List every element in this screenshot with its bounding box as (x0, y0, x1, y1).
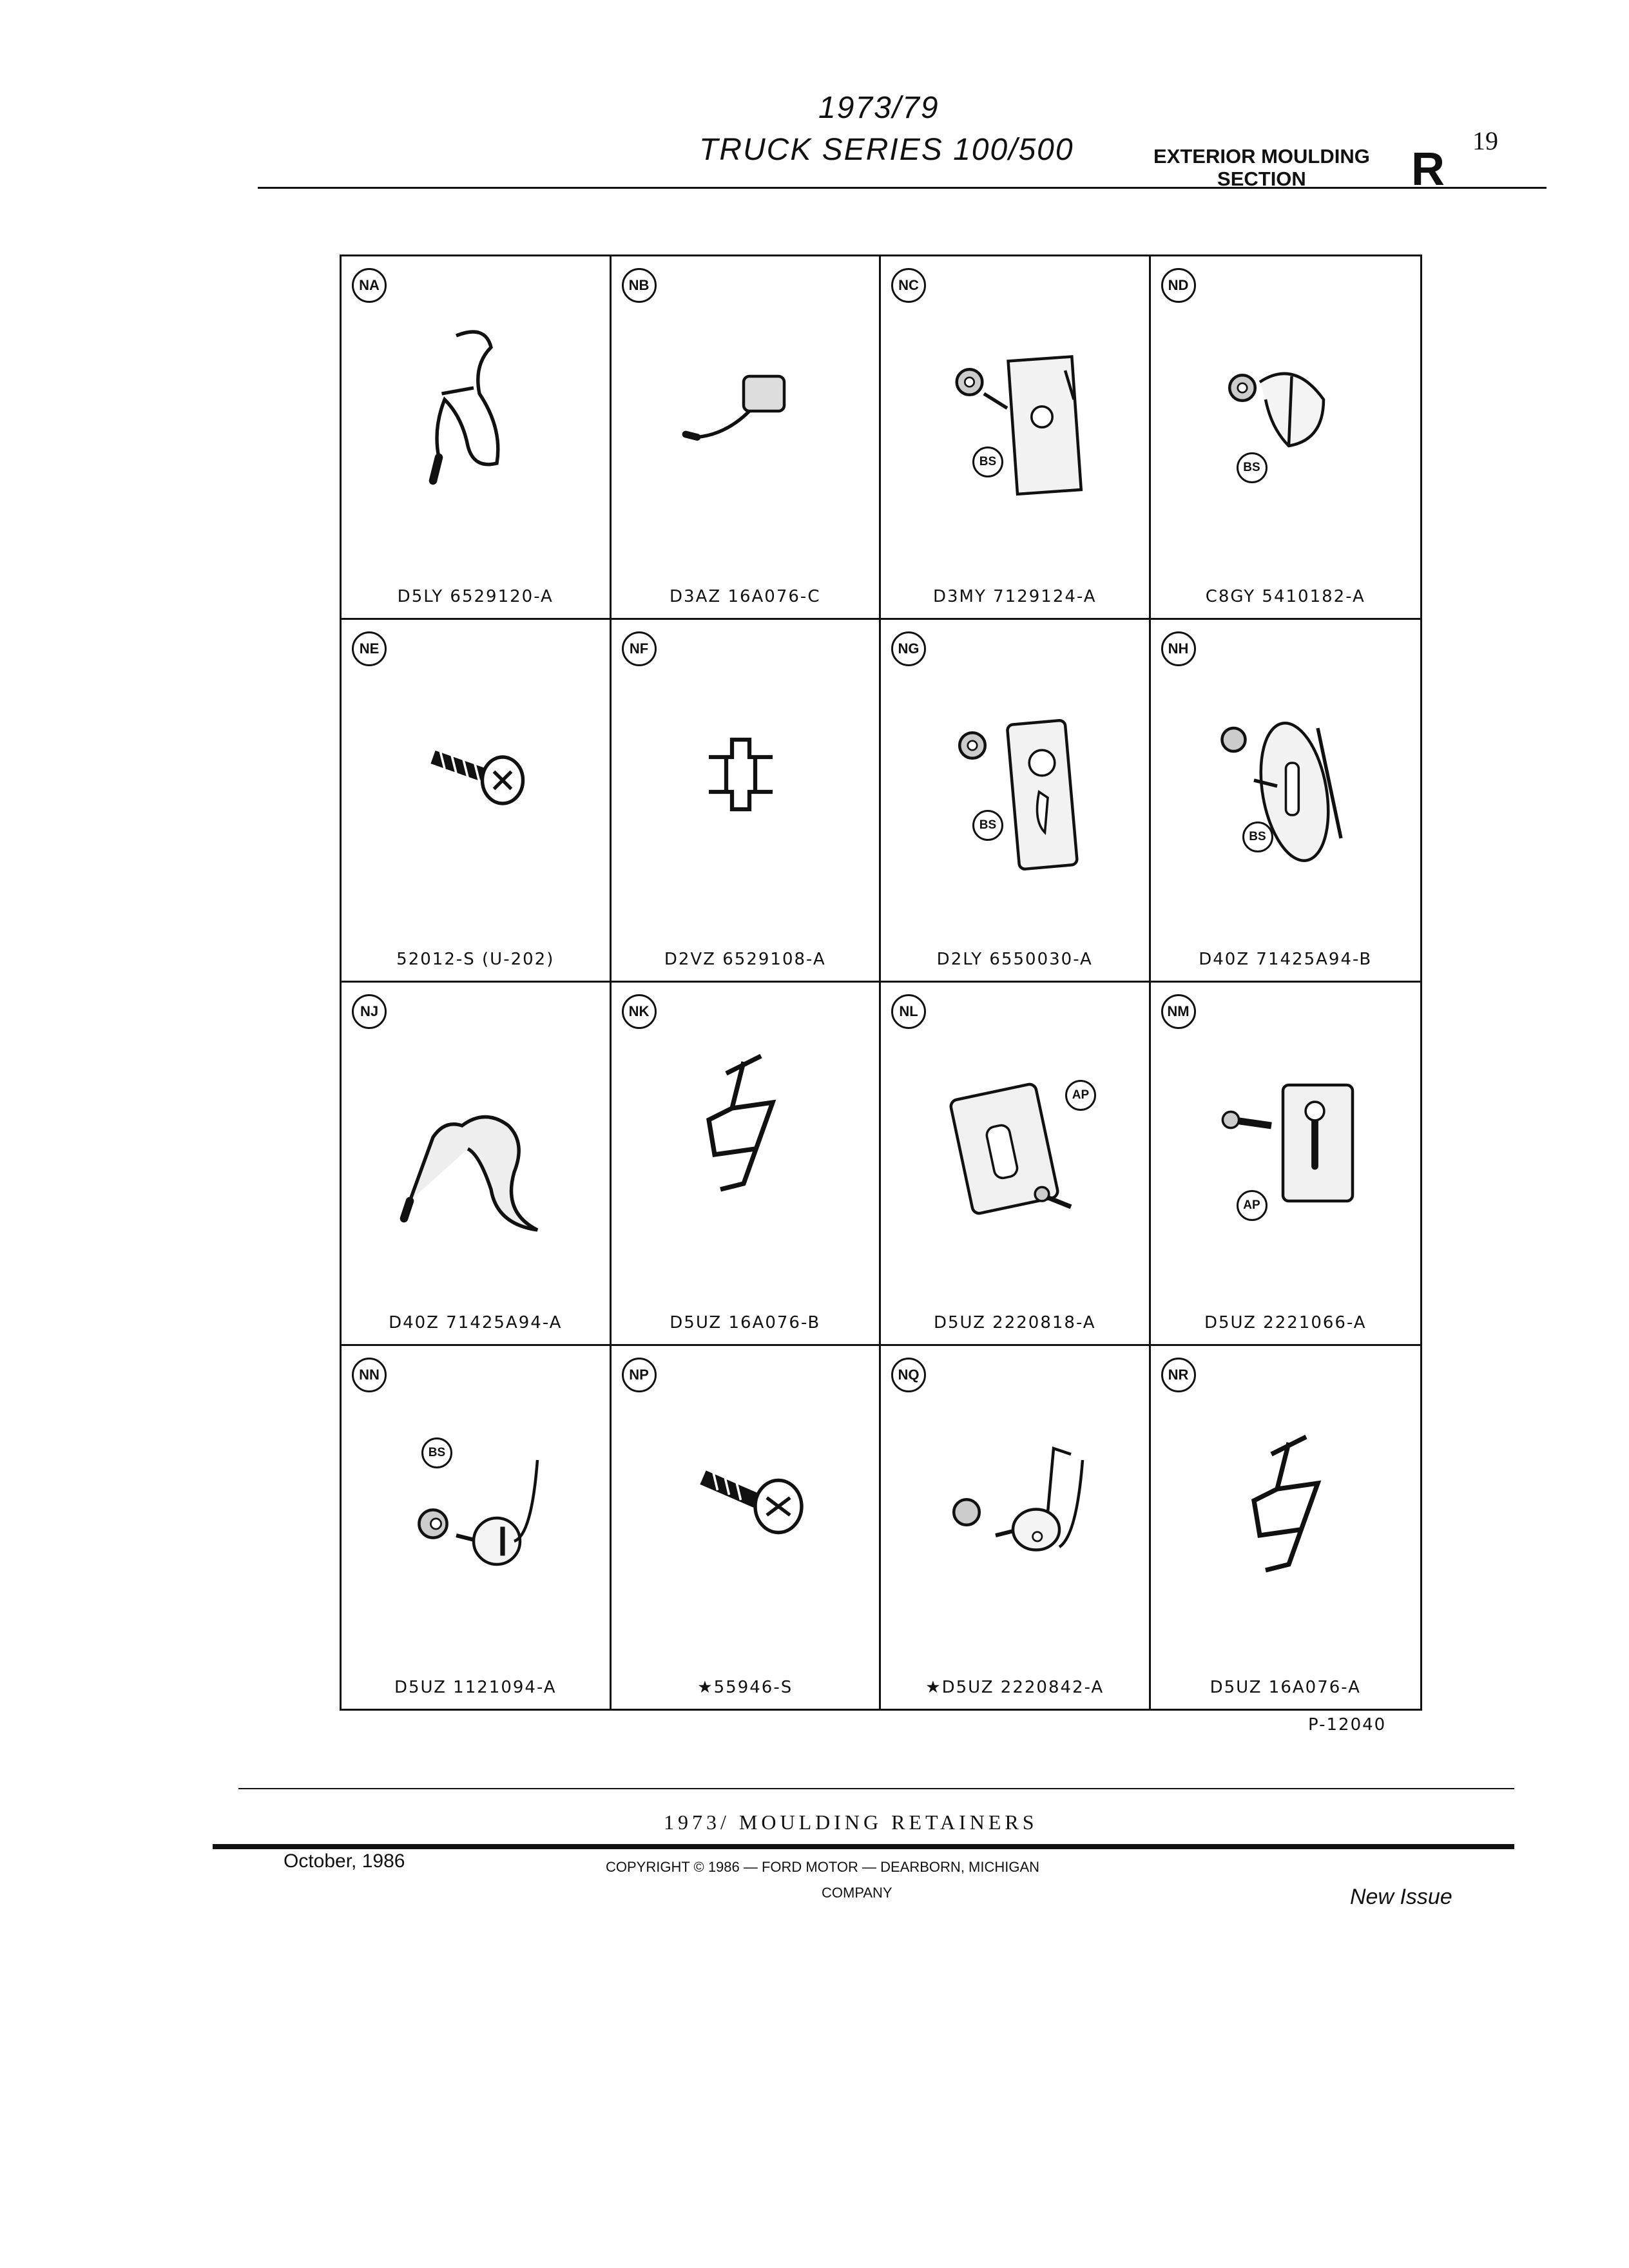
truck-series-title: TRUCK SERIES 100/500 (699, 133, 1074, 167)
part-cell-nk: NK D5UZ 16A076-B (611, 983, 881, 1346)
part-cell-ne: NE 52012-S (U-202) (342, 619, 612, 983)
retainer-illustration (708, 737, 773, 811)
item-code-badge: NG (891, 631, 926, 666)
item-code-badge: NL (891, 994, 926, 1029)
copyright-company: COMPANY (822, 1885, 892, 1901)
item-code-badge: NN (352, 1357, 387, 1392)
issue-date: October, 1986 (284, 1850, 405, 1872)
part-cell-nd: ND BS C8GY 5410182-A (1150, 256, 1420, 620)
item-code-badge: NC (891, 268, 926, 303)
parts-grid: NA D5LY 6529120-A NB D3AZ 16A076-C NC BS D3MY … (340, 255, 1422, 1711)
issue-status: New Issue (1350, 1885, 1452, 1909)
item-code-badge: ND (1161, 268, 1196, 303)
item-code-badge: NE (352, 631, 387, 666)
callout-badge: BS (972, 809, 1003, 841)
part-cell-nn: NN BS D5UZ 1121094-A (342, 1345, 612, 1709)
section-title-line1: EXTERIOR MOULDING (1153, 145, 1370, 168)
footer-rule-top (238, 1788, 1514, 1789)
item-code-badge: NB (621, 268, 657, 303)
retainer-illustration (958, 718, 1079, 870)
part-number: ★55946-S (697, 1678, 793, 1697)
retainer-illustration (418, 1459, 539, 1566)
part-number: D40Z 71425A94-A (389, 1312, 563, 1332)
part-cell-nm: NM AP D5UZ 2221066-A (1150, 983, 1420, 1346)
part-number: ★D5UZ 2220842-A (925, 1678, 1104, 1697)
part-number: D2VZ 6529108-A (664, 950, 826, 969)
part-cell-np: NP ★55946-S (612, 1345, 881, 1709)
callout-badge: AP (1065, 1080, 1096, 1111)
retainer-illustration (949, 1082, 1072, 1215)
section-title: EXTERIOR MOULDING SECTION (1153, 145, 1370, 190)
part-number: D5UZ 16A076-A (1210, 1678, 1361, 1697)
retainer-illustration (430, 745, 525, 805)
part-cell-na: NA D5LY 6529120-A (342, 256, 612, 620)
part-number: D5UZ 2221066-A (1204, 1312, 1367, 1332)
copyright-notice: COPYRIGHT © 1986 — FORD MOTOR — DEARBORN… (606, 1859, 1040, 1875)
part-number: D5UZ 16A076-B (670, 1312, 821, 1332)
part-cell-nj: NJ D40Z 71425A94-A (342, 983, 612, 1346)
section-title-line2: SECTION (1217, 168, 1306, 190)
retainer-illustration (952, 1446, 1084, 1552)
part-number: D5UZ 1121094-A (394, 1678, 557, 1697)
part-number: C8GY 5410182-A (1205, 586, 1365, 606)
section-letter: R (1411, 144, 1445, 195)
part-number: D40Z 71425A94-B (1199, 950, 1373, 969)
item-code-badge: NA (352, 268, 387, 303)
part-cell-nc: NC BS D3MY 7129124-A (881, 256, 1151, 620)
part-number: D3MY 7129124-A (932, 586, 1097, 606)
retainer-illustration (429, 330, 500, 485)
item-code-badge: NR (1161, 1357, 1196, 1392)
part-number: D5LY 6529120-A (397, 586, 554, 606)
item-code-badge: NP (621, 1357, 657, 1392)
page-footer-title: 1973/ MOULDING RETAINERS (664, 1811, 1038, 1834)
item-code-badge: NQ (891, 1357, 926, 1392)
part-cell-ng: NG BS D2LY 6550030-A (881, 619, 1151, 983)
item-code-badge: NM (1161, 994, 1196, 1029)
item-code-badge: NF (621, 631, 657, 666)
callout-badge: AP (1236, 1190, 1268, 1221)
retainer-illustration (1220, 721, 1343, 862)
part-number: D3AZ 16A076-C (670, 586, 821, 606)
retainer-illustration (682, 374, 786, 441)
part-number: D2LY 6550030-A (936, 950, 1093, 969)
retainer-illustration (706, 1053, 776, 1192)
retainer-illustration (400, 1115, 539, 1232)
part-number: 52012-S (U-202) (396, 950, 555, 969)
part-cell-nh: NH BS D40Z 71425A94-B (1150, 620, 1420, 983)
footer-rule-bold (213, 1844, 1514, 1849)
part-cell-nr: NR D5UZ 16A076-A (1151, 1346, 1421, 1709)
part-cell-nq: NQ ★D5UZ 2220842-A (881, 1345, 1151, 1709)
callout-badge: BS (421, 1437, 452, 1468)
item-code-badge: NJ (352, 994, 387, 1029)
part-cell-nf: NF D2VZ 6529108-A (611, 619, 881, 983)
retainer-illustration (1228, 372, 1325, 448)
item-code-badge: NK (621, 994, 657, 1029)
retainer-illustration (1221, 1083, 1354, 1203)
retainer-illustration (1251, 1434, 1321, 1572)
retainer-illustration (699, 1465, 804, 1534)
catalog-years: 1973/79 (818, 91, 940, 125)
retainer-illustration (955, 355, 1083, 496)
item-code-badge: NH (1161, 631, 1196, 666)
callout-badge: BS (1242, 821, 1273, 852)
header-rule (258, 187, 1547, 189)
callout-badge: BS (972, 447, 1003, 477)
part-cell-nl: NL AP D5UZ 2220818-A (881, 983, 1151, 1346)
part-cell-nb: NB D3AZ 16A076-C (611, 256, 881, 620)
part-number: D5UZ 2220818-A (933, 1312, 1096, 1332)
figure-reference: P-12040 (1308, 1715, 1387, 1735)
callout-badge: BS (1236, 452, 1268, 483)
page-number: 19 (1472, 126, 1498, 155)
